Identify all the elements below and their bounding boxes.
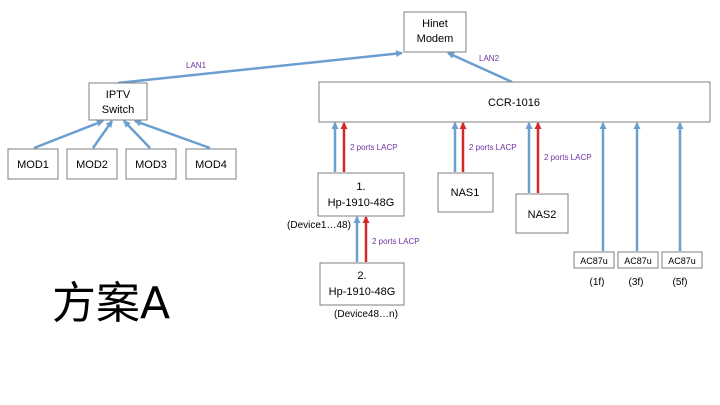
caption-ac87u-2: (3f) <box>629 277 644 288</box>
node-mod1: MOD1 <box>7 148 59 180</box>
node-ac87u-3-label: AC87u <box>668 256 696 266</box>
caption-ac87u-3: (5f) <box>673 277 688 288</box>
node-ac87u-3: AC87u <box>661 251 703 269</box>
connectors <box>33 50 684 262</box>
label-lacp-nas2: 2 ports LACP <box>544 153 592 162</box>
link-ccr-modem <box>447 51 513 84</box>
node-hp-switch-1-line2: Hp-1910-48G <box>328 197 395 209</box>
link-iptv-modem <box>117 50 403 85</box>
link-mod3-iptv <box>123 120 151 149</box>
node-hp-switch-2-line1: 2. <box>357 270 366 282</box>
caption-hp-switch-2: (Device48…n) <box>334 309 398 320</box>
node-mod1-label: MOD1 <box>17 159 49 171</box>
caption-ac87u-1: (1f) <box>590 277 605 288</box>
node-ac87u-2: AC87u <box>617 251 659 269</box>
node-hinet-modem: Hinet Modem <box>403 11 467 53</box>
label-lacp-hp1: 2 ports LACP <box>350 143 398 152</box>
node-mod4: MOD4 <box>185 148 237 180</box>
node-hp-switch-1: 1. Hp-1910-48G <box>317 172 405 217</box>
node-mod2-label: MOD2 <box>76 159 108 171</box>
label-lacp-hp2: 2 ports LACP <box>372 237 420 246</box>
node-ccr-1016-label: CCR-1016 <box>488 97 540 109</box>
node-nas1: NAS1 <box>437 172 494 213</box>
node-mod4-label: MOD4 <box>195 159 227 171</box>
link-mod1-iptv <box>33 119 104 150</box>
caption-hp-switch-1: (Device1…48) <box>287 220 351 231</box>
link-mod4-iptv <box>134 119 211 150</box>
label-lan2: LAN2 <box>479 54 500 63</box>
node-hinet-modem-line2: Modem <box>417 33 454 45</box>
label-lacp-nas1: 2 ports LACP <box>469 143 517 152</box>
node-mod3-label: MOD3 <box>135 159 167 171</box>
node-iptv-switch: IPTV Switch <box>88 82 148 121</box>
node-iptv-switch-line1: IPTV <box>106 89 131 101</box>
label-lan1: LAN1 <box>186 61 207 70</box>
plan-title: 方案A <box>52 278 170 329</box>
node-nas2: NAS2 <box>515 193 569 234</box>
node-mod2: MOD2 <box>66 148 118 180</box>
node-nas2-label: NAS2 <box>528 209 557 221</box>
node-ccr-1016: CCR-1016 <box>318 81 711 123</box>
node-hinet-modem-line1: Hinet <box>422 18 448 30</box>
node-ac87u-1: AC87u <box>573 251 615 269</box>
node-ac87u-1-label: AC87u <box>580 256 608 266</box>
node-ac87u-2-label: AC87u <box>624 256 652 266</box>
link-mod2-iptv <box>91 120 114 149</box>
node-hp-switch-2: 2. Hp-1910-48G <box>319 262 405 306</box>
node-mod3: MOD3 <box>125 148 177 180</box>
node-hp-switch-2-line2: Hp-1910-48G <box>329 286 396 298</box>
node-hp-switch-1-line1: 1. <box>356 181 365 193</box>
node-iptv-switch-line2: Switch <box>102 104 134 116</box>
node-nas1-label: NAS1 <box>451 187 480 199</box>
